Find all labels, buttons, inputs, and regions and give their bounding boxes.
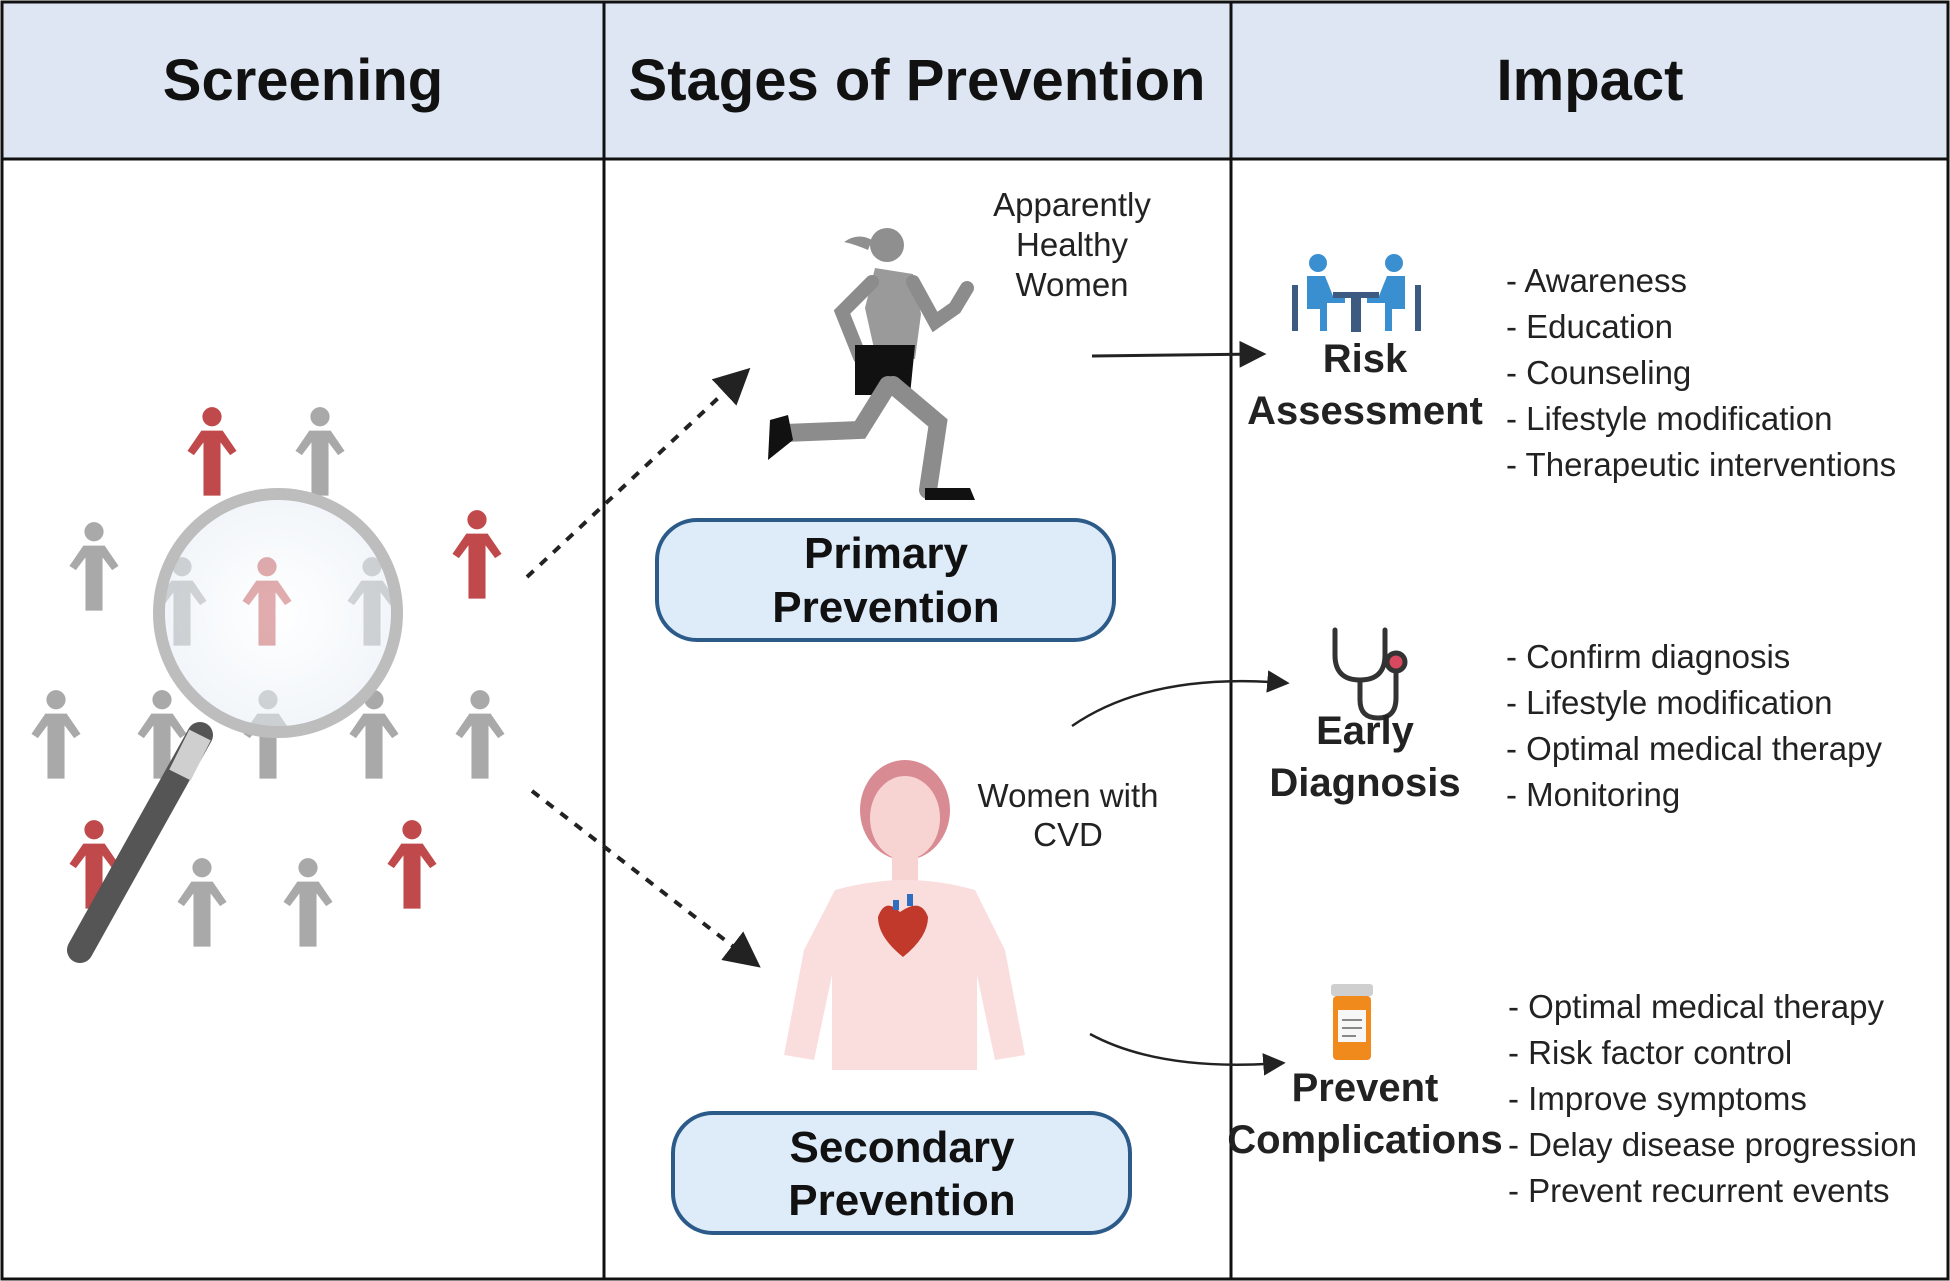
list-item: - Optimal medical therapy [1508,988,1884,1025]
person-highlight [387,820,437,909]
person-neutral [31,690,81,779]
consultation-icon [1292,254,1421,332]
list-item: - Counseling [1506,354,1691,391]
primary-population-line-1: Apparently [993,186,1151,223]
primary-prevention-line-1: Primary [804,529,968,578]
risk-assessment-title-line-2: Assessment [1247,389,1483,433]
secondary-prevention-box [671,1111,1132,1235]
column-title-stages: Stages of Prevention [629,48,1206,113]
person-neutral [177,858,227,947]
prevent-complications-title-line-1: Prevent [1292,1066,1439,1110]
column-title-screening: Screening [163,48,443,113]
running-woman-icon [768,228,975,500]
secondary-prevention-line-1: Secondary [790,1123,1016,1172]
risk-assessment-title-line-1: Risk [1323,337,1408,381]
early-diagnosis-list: - Confirm diagnosis - Lifestyle modifica… [1506,638,1882,813]
primary-prevention-line-2: Prevention [772,583,999,632]
person-highlight [452,510,502,599]
list-item: - Monitoring [1506,776,1680,813]
list-item: - Lifestyle modification [1506,400,1832,437]
arrow-to-risk-assessment [1091,340,1267,368]
list-item: - Risk factor control [1508,1034,1792,1071]
secondary-population-line-2: CVD [1033,816,1103,853]
primary-prevention-box [655,518,1116,642]
list-item: - Improve symptoms [1508,1080,1807,1117]
list-item: - Delay disease progression [1508,1126,1917,1163]
person-neutral [283,858,333,947]
column-title-impact: Impact [1497,48,1684,113]
dashed-arrow-primary [525,367,751,579]
prevent-complications-title-line-2: Complications [1227,1118,1503,1162]
prevent-complications-list: - Optimal medical therapy - Risk factor … [1508,988,1917,1209]
person-highlight [187,407,237,496]
risk-assessment-list: - Awareness - Education - Counseling - L… [1506,262,1896,483]
list-item: - Confirm diagnosis [1506,638,1790,675]
primary-population-line-2: Healthy [1016,226,1128,263]
primary-population-line-3: Women [1015,266,1128,303]
list-item: - Education [1506,308,1673,345]
person-neutral [69,522,119,611]
woman-heart-icon [784,760,1025,1070]
header-background [2,2,1948,159]
arrow-to-prevent-complications [1089,1032,1286,1076]
pill-bottle-icon [1331,984,1373,1060]
stethoscope-icon [1332,627,1408,721]
list-item: - Prevent recurrent events [1508,1172,1890,1209]
list-item: - Optimal medical therapy [1506,730,1882,767]
list-item: - Therapeutic interventions [1506,446,1896,483]
early-diagnosis-title-line-1: Early [1316,709,1415,753]
person-neutral [455,690,505,779]
list-item: - Lifestyle modification [1506,684,1832,721]
magnifying-glass-icon [67,488,403,963]
list-item: - Awareness [1506,262,1687,299]
early-diagnosis-title-line-2: Diagnosis [1269,761,1460,805]
dashed-arrow-secondary [530,789,761,968]
arrow-to-early-diagnosis [1071,670,1290,728]
secondary-prevention-line-2: Prevention [788,1176,1015,1225]
secondary-population-line-1: Women with [978,777,1159,814]
person-neutral [295,407,345,496]
